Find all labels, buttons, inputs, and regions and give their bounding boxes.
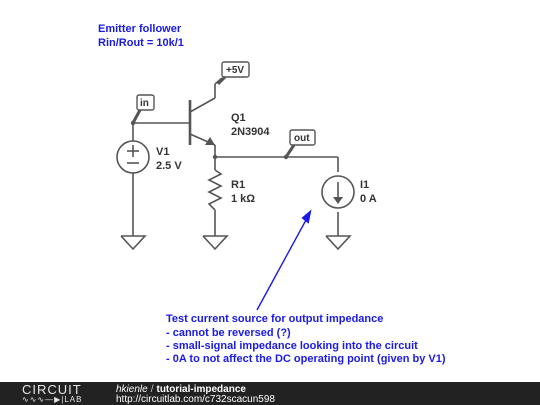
source-value: 2.5 V <box>156 160 182 172</box>
circuit-schematic: Emitter follower Rin/Rout = 10k/1 Q1 2N3… <box>98 23 446 365</box>
transistor-name: Q1 <box>231 112 246 124</box>
output-label: out <box>294 133 310 144</box>
net-label-input[interactable]: in <box>131 94 155 124</box>
ground-icon <box>325 235 352 251</box>
input-label: in <box>140 98 149 109</box>
node-dot <box>212 154 218 160</box>
footer-url[interactable]: http://circuitlab.com/c732scacun598 <box>116 394 275 405</box>
annotation-line-4: - 0A to not affect the DC operating poin… <box>166 353 446 365</box>
source-name: V1 <box>156 146 169 158</box>
username-link[interactable]: hkienle <box>116 384 148 395</box>
title-line-1: Emitter follower <box>98 23 182 35</box>
annotation-line-2: - cannot be reversed (?) <box>166 327 291 339</box>
transistor-part: 2N3904 <box>231 126 270 138</box>
circuitlab-logo[interactable]: CIRCUIT <box>22 382 82 397</box>
node-dot <box>283 154 289 160</box>
circuitlab-logo-sub: ∿∿∿—▶|LAB <box>22 395 82 404</box>
ground-icon <box>120 235 147 251</box>
supply-label: +5V <box>226 65 244 76</box>
resistor-name: R1 <box>231 179 245 191</box>
wires <box>132 77 339 236</box>
footer-bar: CIRCUIT ∿∿∿—▶|LAB hkienle/tutorial-imped… <box>0 382 540 405</box>
resistor-r1[interactable] <box>207 169 223 211</box>
current-source-i1[interactable] <box>321 175 355 209</box>
project-link[interactable]: tutorial-impedance <box>156 384 246 395</box>
title-line-2: Rin/Rout = 10k/1 <box>98 37 184 49</box>
current-source-value: 0 A <box>360 193 377 205</box>
logo-lab-text: LAB <box>64 395 83 404</box>
current-source-name: I1 <box>360 179 369 191</box>
annotation-line-3: - small-signal impedance looking into th… <box>166 340 418 352</box>
footer-owner-project: hkienle/tutorial-impedance <box>116 384 246 395</box>
annotation-line-1: Test current source for output impedance <box>166 313 383 325</box>
annotation-arrow <box>256 209 312 311</box>
net-label-supply[interactable]: +5V <box>216 61 250 86</box>
ground-icon <box>202 235 229 251</box>
net-label-output[interactable]: out <box>284 129 316 158</box>
transistor-q1[interactable] <box>188 97 216 146</box>
node-dot <box>130 120 136 126</box>
resistor-wave-icon: ∿∿∿—▶| <box>22 395 65 404</box>
resistor-value: 1 kΩ <box>231 193 255 205</box>
path-separator: / <box>150 384 154 395</box>
voltage-source-v1[interactable] <box>116 140 150 174</box>
